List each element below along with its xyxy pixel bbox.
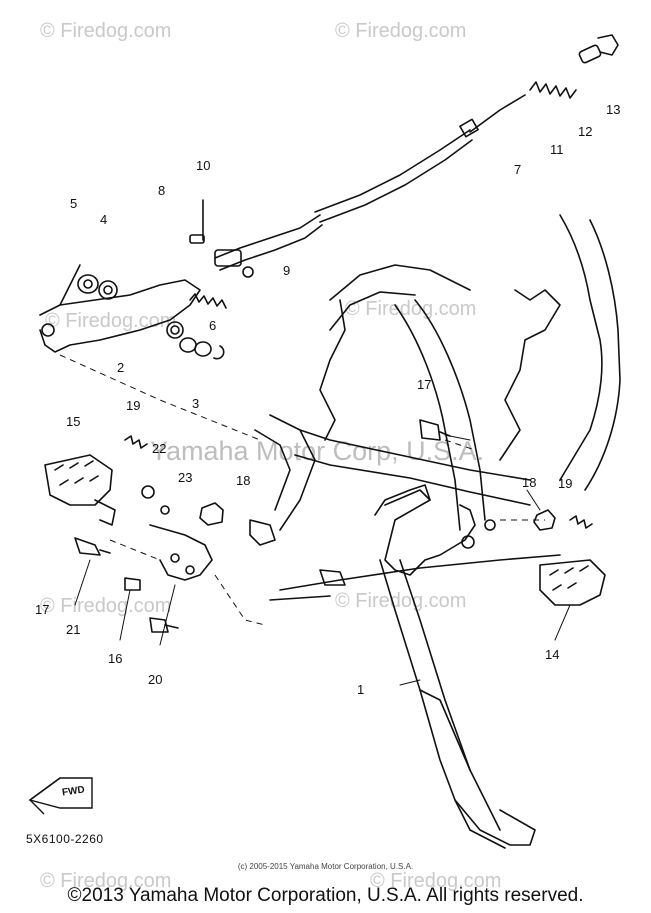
cable [219, 224, 323, 271]
part-label: 18 [522, 475, 537, 490]
lever-arm [39, 279, 201, 353]
part-label: 5 [70, 196, 78, 211]
diagram-code: 5X6100-2260 [26, 832, 104, 846]
circlip [213, 345, 225, 360]
frame-tube [394, 304, 461, 531]
side-stand [454, 799, 536, 846]
bracket [149, 524, 213, 581]
part-label: 15 [66, 414, 81, 429]
frame-plate [499, 289, 561, 461]
bolt [74, 537, 101, 556]
spring [189, 293, 227, 309]
frame-tube [329, 291, 416, 331]
frame-crossmember [294, 454, 531, 506]
frame-tube [414, 299, 486, 521]
part-label: 7 [514, 162, 522, 177]
bolt [124, 577, 141, 591]
part-label: 12 [578, 124, 593, 139]
nut [533, 509, 556, 531]
watermark: © Firedog.com [335, 590, 467, 612]
frame-crossmember [299, 429, 531, 481]
footrest-left [44, 454, 113, 506]
frame-tube [329, 264, 471, 301]
watermark: © Firedog.com [40, 595, 172, 617]
part-label: 9 [283, 263, 291, 278]
watermark: © Firedog.com [370, 870, 502, 892]
frame-crossmember [279, 554, 561, 591]
part-label: 2 [117, 360, 125, 375]
part-label: 17 [417, 377, 432, 392]
frame-tube [269, 414, 316, 531]
footrest-right [539, 559, 606, 606]
bolt [419, 419, 441, 441]
part-label: 19 [126, 398, 141, 413]
bolt [149, 617, 169, 633]
frame-tube [559, 214, 603, 481]
part-label: 6 [209, 318, 217, 333]
part-label: 19 [558, 476, 573, 491]
watermark: © Firedog.com [335, 20, 467, 42]
part-label: 16 [108, 651, 123, 666]
part-label: 23 [178, 470, 193, 485]
side-stand-hook [374, 484, 431, 516]
spring [569, 515, 593, 529]
small-copyright: (c) 2005-2015 Yamaha Motor Corporation, … [237, 862, 414, 871]
fwd-arrow-icon [28, 777, 93, 815]
frame-crossmember [269, 595, 331, 601]
part-label: 10 [196, 158, 211, 173]
part-label: 11 [550, 142, 564, 157]
part-label: 20 [148, 672, 163, 687]
side-stand [399, 559, 501, 831]
lever-arm [59, 264, 81, 306]
side-stand [469, 829, 506, 849]
part-label: 4 [100, 212, 108, 227]
part-label: 17 [35, 602, 50, 617]
watermark: © Firedog.com [40, 870, 172, 892]
frame-tube [254, 429, 291, 511]
watermark: © Firedog.com [40, 20, 172, 42]
part-label: 3 [192, 396, 200, 411]
part-label: 8 [158, 183, 166, 198]
clip [597, 34, 619, 56]
nut [199, 502, 224, 526]
part-label: 14 [545, 647, 560, 662]
part-label: 13 [606, 102, 621, 117]
part-label: 18 [236, 473, 251, 488]
watermark: © Firedog.com [45, 310, 177, 332]
side-stand [379, 559, 471, 831]
side-stand [419, 689, 471, 771]
part-label: 1 [357, 682, 365, 697]
cable-inner [469, 94, 526, 133]
frame-tube [584, 219, 621, 491]
watermark: © Firedog.com [345, 298, 477, 320]
lever-arm [39, 329, 46, 346]
side-stand [384, 489, 476, 576]
cable [314, 129, 471, 213]
part-label: 21 [66, 622, 81, 637]
footrest-bracket [94, 499, 116, 526]
frame-plate [319, 299, 346, 441]
part-label: 22 [152, 441, 167, 456]
spring [124, 435, 148, 449]
spring [529, 81, 577, 99]
cable [319, 139, 473, 223]
cable [214, 214, 321, 259]
footer-copyright: ©2013 Yamaha Motor Corporation, U.S.A. A… [67, 885, 584, 906]
